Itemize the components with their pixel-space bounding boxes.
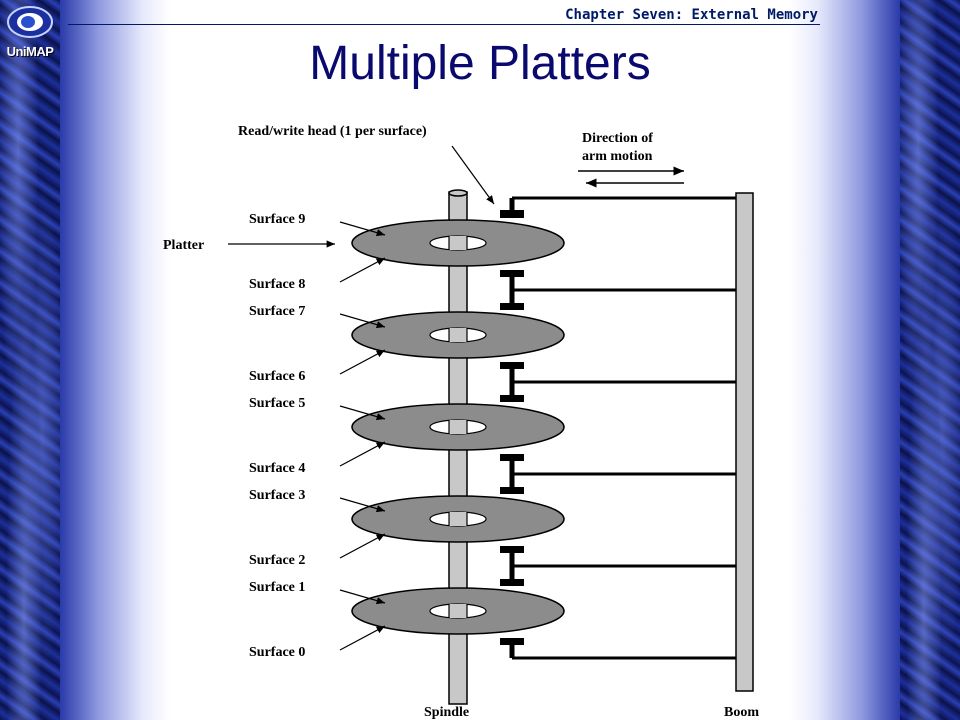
platter-3 — [351, 403, 565, 451]
surface-7-label: Surface 7 — [249, 304, 305, 319]
logo-text: UniMAP — [6, 44, 54, 59]
head-label-arrow — [451, 145, 495, 205]
surface-8-label: Surface 8 — [249, 277, 305, 292]
platter-label: Platter — [163, 238, 204, 253]
spindle-label: Spindle — [424, 705, 469, 720]
surface-8-arrow — [339, 257, 386, 283]
surface-6-label: Surface 6 — [249, 369, 305, 384]
surface-6-arrow — [339, 349, 386, 375]
platter-4 — [351, 495, 565, 543]
left-border — [0, 0, 60, 720]
surface-0-arrow — [339, 625, 386, 651]
surface-2-arrow — [339, 533, 386, 559]
surface-3-label: Surface 3 — [249, 488, 305, 503]
surface-7-arrow — [339, 313, 386, 329]
direction-label-line-1: Direction of — [582, 131, 653, 146]
header-divider — [68, 24, 820, 25]
surface-1-label: Surface 1 — [249, 580, 305, 595]
arm-top — [500, 196, 736, 218]
boom — [735, 192, 754, 692]
surface-4-label: Surface 4 — [249, 461, 305, 476]
slide-title: Multiple Platters — [309, 37, 651, 90]
surface-1-arrow — [339, 589, 386, 605]
surface-2-label: Surface 2 — [249, 553, 305, 568]
right-gradient — [790, 0, 900, 720]
arm-bottom — [500, 638, 736, 660]
surface-9-arrow — [339, 221, 386, 237]
right-border — [900, 0, 960, 720]
left-gradient — [60, 0, 170, 720]
surface-4-arrow — [339, 441, 386, 467]
chapter-title: Chapter Seven: External Memory — [565, 7, 818, 23]
platter-2 — [351, 311, 565, 359]
surface-5-arrow — [339, 405, 386, 421]
platter-1 — [351, 219, 565, 267]
surface-3-arrow — [339, 497, 386, 513]
direction-label-line-2: arm motion — [582, 149, 653, 164]
surface-0-label: Surface 0 — [249, 645, 305, 660]
surface-5-label: Surface 5 — [249, 396, 305, 411]
head-label: Read/write head (1 per surface) — [238, 124, 427, 139]
arm-5 — [500, 546, 736, 586]
boom-label: Boom — [724, 705, 759, 720]
arm-2 — [500, 270, 736, 310]
unimap-logo-icon — [7, 6, 53, 38]
arm-4 — [500, 454, 736, 494]
arm-3 — [500, 362, 736, 402]
platter-5 — [351, 587, 565, 635]
surface-9-label: Surface 9 — [249, 212, 305, 227]
